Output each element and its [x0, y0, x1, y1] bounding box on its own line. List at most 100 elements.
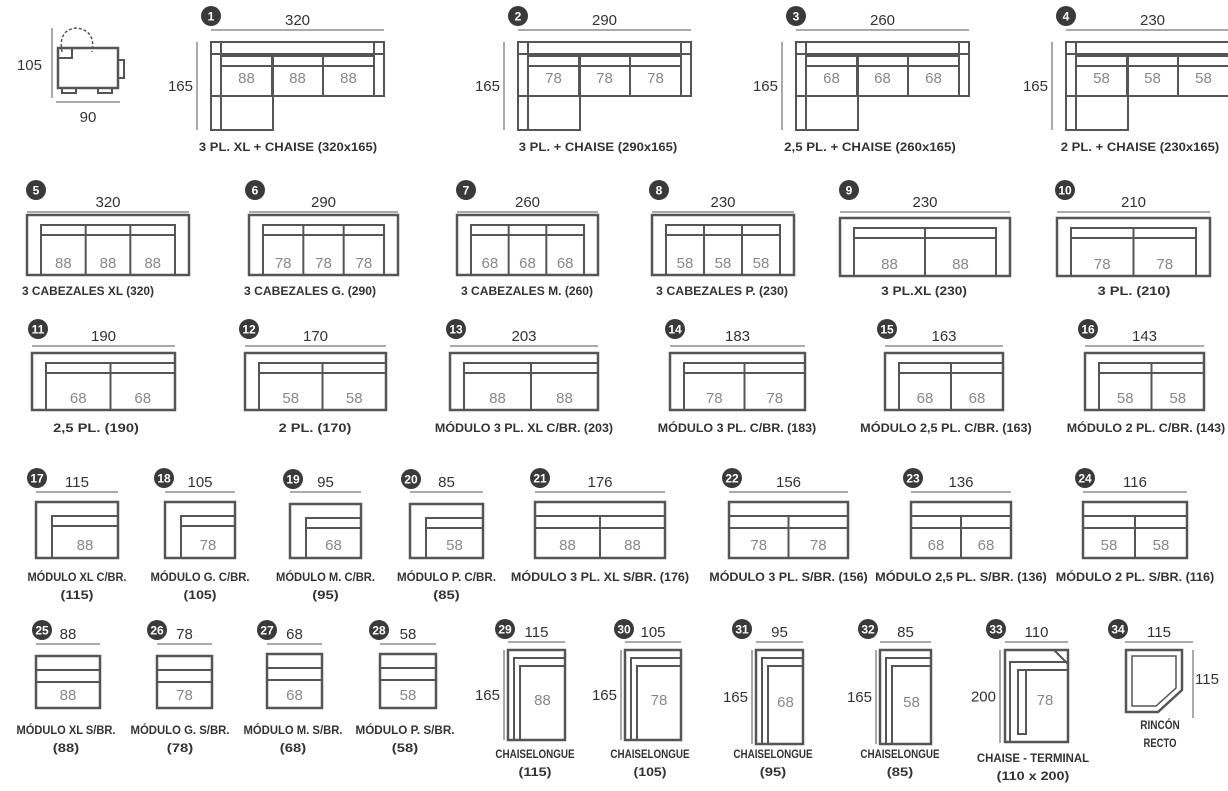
module-caption: MÓDULO P. S/BR.	[356, 722, 455, 737]
module-number: 30	[617, 623, 631, 637]
seat-block	[305, 527, 362, 559]
module-caption: 3 PL.XL (230)	[881, 284, 967, 298]
chaise-seat	[519, 665, 566, 741]
seat-width-label: 88	[77, 537, 94, 554]
seat-cushion-back	[220, 55, 375, 67]
armrest-right	[680, 41, 692, 97]
seat-width-label: 58	[753, 255, 770, 272]
terminal-inner	[1009, 661, 1069, 743]
depth-label: 165	[168, 78, 193, 95]
seat-cushion-back	[527, 55, 682, 67]
module-caption: (95)	[760, 765, 786, 779]
depth-label: 165	[1023, 78, 1048, 95]
module-caption: 2,5 PL. + CHAISE (260x165)	[784, 140, 956, 154]
chaise-backrest	[210, 41, 222, 131]
width-label: 230	[1140, 12, 1165, 29]
seat-width-label: 58	[1144, 70, 1161, 87]
seat-width-label: 78	[596, 70, 613, 87]
module-caption: MÓDULO XL C/BR.	[28, 569, 127, 584]
module-caption: (88)	[53, 741, 79, 755]
module-number: 1	[208, 10, 215, 24]
width-label: 320	[285, 12, 310, 29]
seat-width-label: 78	[176, 687, 193, 704]
module-caption: MÓDULO 3 PL. C/BR. (183)	[658, 420, 816, 435]
seat-width-label: 88	[534, 692, 551, 709]
back-leg	[97, 87, 113, 94]
seat-width-label: 58	[1153, 537, 1170, 554]
seat-width-label: 78	[706, 390, 723, 407]
depth-label: 115	[1195, 671, 1219, 688]
module-number: 13	[449, 323, 463, 337]
width-label: 136	[948, 474, 973, 491]
module-number: 3	[793, 10, 800, 24]
module-caption: MÓDULO M. C/BR.	[276, 569, 375, 584]
module-number-badge	[1056, 6, 1076, 26]
seat-block	[180, 525, 236, 559]
seat-width-label: 68	[777, 694, 794, 711]
seat-cushion-back	[805, 55, 960, 67]
seat-width-label: 88	[340, 70, 357, 87]
module-number-badge	[283, 469, 303, 489]
module-number-badge	[147, 620, 167, 640]
module-number: 27	[260, 624, 274, 638]
width-label: 105	[640, 624, 665, 641]
module-number: 16	[1081, 323, 1095, 337]
seat-width-label: 88	[556, 390, 573, 407]
width-label: 58	[400, 626, 417, 643]
module-number: 10	[1058, 184, 1072, 198]
seat-width-label: 78	[315, 255, 332, 272]
seat-width-label: 68	[917, 390, 934, 407]
backrest-top	[210, 41, 385, 55]
module-number-badge	[257, 620, 277, 640]
module-number: 6	[252, 184, 259, 198]
width-label: 110	[1025, 624, 1049, 641]
width-label: 190	[91, 328, 116, 345]
module-number: 2	[515, 10, 522, 24]
backrest	[40, 224, 176, 236]
width-label: 115	[525, 624, 549, 641]
seat-cushion-back	[1075, 55, 1228, 67]
front-leg	[61, 87, 77, 94]
terminal-armrest	[1017, 669, 1027, 735]
backrest	[51, 515, 119, 527]
module-number: 29	[498, 623, 512, 637]
seat-width-label: 88	[881, 256, 898, 273]
depth-label: 165	[475, 78, 500, 95]
chaise-backrest	[1065, 41, 1077, 131]
seat-width-label: 68	[519, 255, 536, 272]
module-caption: MÓDULO 2,5 PL. S/BR. (136)	[875, 569, 1047, 584]
module-number-badge	[877, 319, 897, 339]
module-number-badge	[154, 468, 174, 488]
module-number: 4	[1063, 10, 1070, 24]
chaise-seat	[891, 665, 932, 745]
module-caption: 3 CABEZALES G. (290)	[244, 284, 376, 298]
module-number-badge	[239, 319, 259, 339]
seat-width-label: 58	[1169, 390, 1186, 407]
chaise-seat	[805, 55, 859, 131]
backrest-top	[1065, 41, 1228, 55]
chaise-seat	[767, 665, 804, 745]
width-label: 290	[311, 194, 336, 211]
module-number-badge	[530, 468, 550, 488]
backrest	[665, 224, 781, 236]
module-caption: MÓDULO G. C/BR.	[151, 569, 250, 584]
seat-width-label: 58	[1195, 70, 1212, 87]
seat-width-label: 78	[766, 390, 783, 407]
module-number-badge	[1078, 319, 1098, 339]
module-number-badge	[665, 319, 685, 339]
depth-label: 200	[971, 689, 996, 706]
seat-block	[665, 234, 781, 276]
width-label: 320	[95, 194, 120, 211]
